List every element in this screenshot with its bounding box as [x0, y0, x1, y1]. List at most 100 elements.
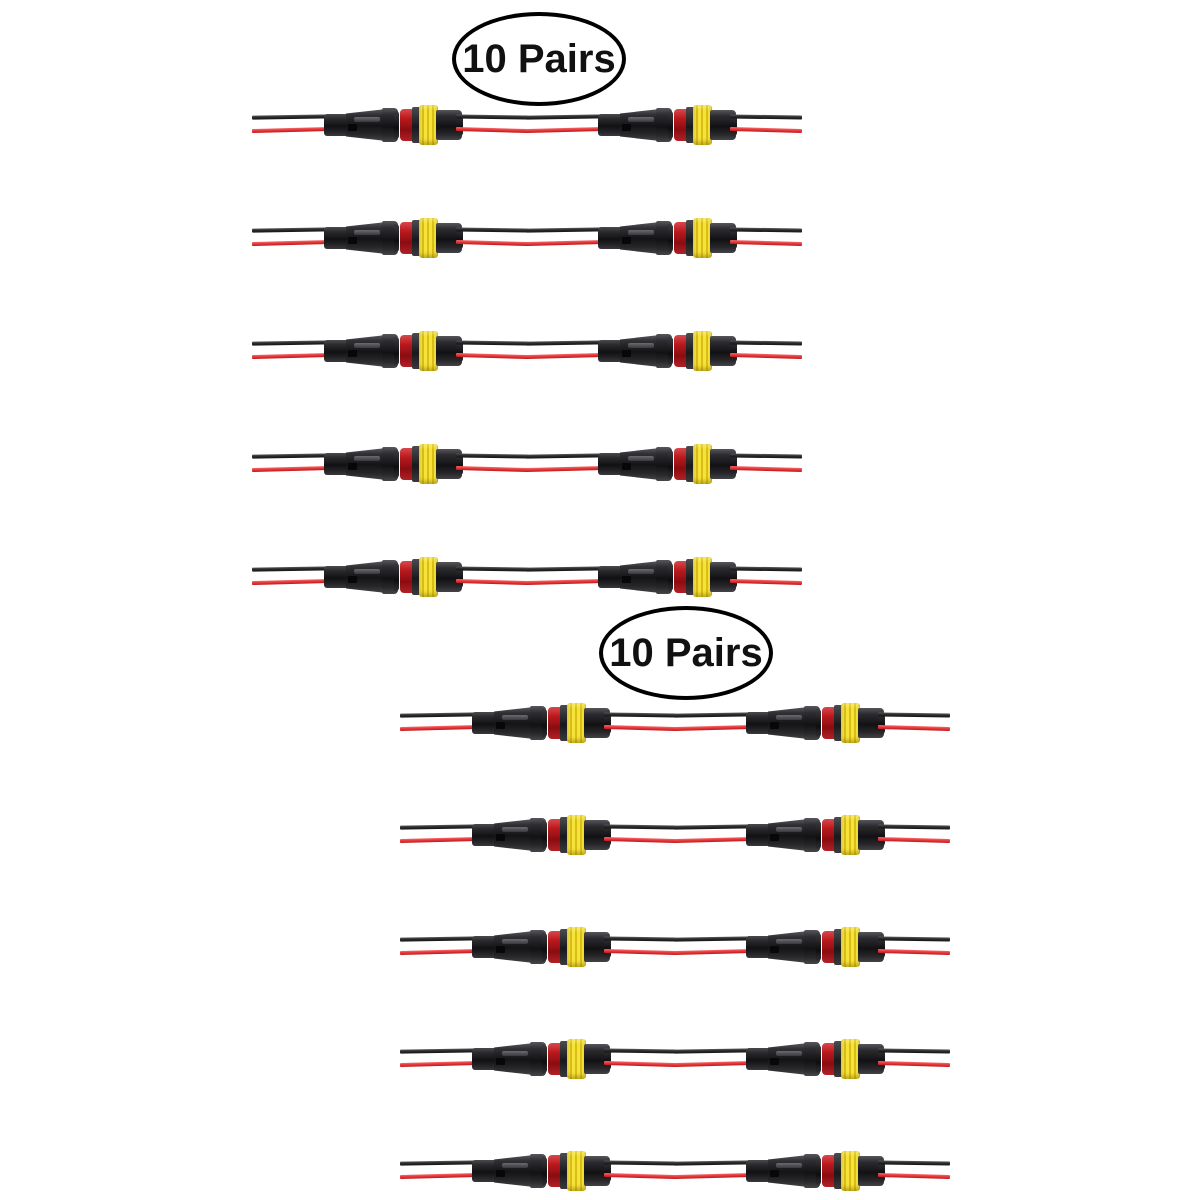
female-bezel: [412, 559, 421, 595]
male-rear-barrel: [598, 566, 624, 588]
wire-black: [729, 114, 803, 120]
wire-black: [399, 1048, 479, 1054]
connector-female: [674, 324, 808, 378]
male-latch-rail: [502, 1163, 528, 1168]
connector-male: [399, 920, 547, 974]
female-housing: [822, 703, 885, 743]
male-latch-notch: [770, 834, 779, 841]
wire-black: [251, 453, 331, 459]
female-red-face: [674, 561, 688, 593]
seal-yellow-ring: [693, 105, 712, 145]
female-bezel: [686, 333, 695, 369]
wire-red: [525, 352, 605, 360]
male-latch-rail: [776, 1051, 802, 1056]
connector-male: [399, 1032, 547, 1086]
connector-female: [674, 211, 808, 265]
female-rear-lip: [878, 824, 885, 846]
male-latch-rail: [776, 1163, 802, 1168]
wire-black: [877, 824, 951, 830]
wire-black: [877, 1160, 951, 1166]
male-latch-notch: [770, 1170, 779, 1177]
male-latch-rail: [502, 827, 528, 832]
connector-female: [548, 1144, 682, 1198]
male-housing: [598, 221, 673, 255]
wire-red: [399, 836, 479, 844]
wire-black: [525, 566, 605, 572]
male-front-lip: [816, 1045, 821, 1073]
male-front-lip: [542, 1045, 547, 1073]
connector-female: [674, 437, 808, 491]
male-front-lip: [816, 821, 821, 849]
male-latch-rail: [628, 456, 654, 461]
connector-male: [251, 98, 399, 152]
male-front-lip: [668, 337, 673, 365]
wire-black: [455, 453, 529, 459]
wire-black: [603, 1048, 677, 1054]
wire-red: [603, 724, 677, 732]
male-housing: [324, 447, 399, 481]
wire-red: [729, 578, 803, 586]
male-rear-barrel: [324, 227, 350, 249]
connector-female: [548, 808, 682, 862]
connector-female: [400, 98, 534, 152]
male-latch-notch: [496, 722, 505, 729]
female-red-face: [674, 222, 688, 254]
pairs-count-label: 10 Pairs: [609, 631, 763, 675]
female-rear-lip: [456, 453, 463, 475]
wire-black: [729, 453, 803, 459]
male-housing: [746, 930, 821, 964]
wire-black: [525, 340, 605, 346]
female-housing: [674, 557, 737, 597]
male-latch-notch: [770, 946, 779, 953]
wire-black: [399, 936, 479, 942]
connector-male: [525, 324, 673, 378]
male-housing: [324, 108, 399, 142]
male-rear-barrel: [324, 114, 350, 136]
wire-red: [877, 1172, 951, 1180]
female-red-face: [822, 931, 836, 963]
female-housing: [822, 927, 885, 967]
seal-yellow-ring: [693, 557, 712, 597]
female-bezel: [686, 446, 695, 482]
seal-yellow-ring: [419, 105, 438, 145]
wire-black: [251, 227, 331, 233]
male-front-lip: [542, 933, 547, 961]
female-housing: [400, 218, 463, 258]
wire-red: [455, 126, 529, 134]
wire-red: [729, 239, 803, 247]
male-front-lip: [542, 1157, 547, 1185]
female-red-face: [548, 1155, 562, 1187]
male-front-lip: [542, 709, 547, 737]
male-rear-barrel: [472, 1160, 498, 1182]
male-latch-rail: [354, 343, 380, 348]
male-latch-notch: [496, 1058, 505, 1065]
female-housing: [822, 1039, 885, 1079]
female-housing: [548, 815, 611, 855]
male-latch-notch: [770, 722, 779, 729]
connector-female: [674, 550, 808, 604]
male-latch-notch: [622, 350, 631, 357]
male-latch-notch: [348, 463, 357, 470]
connector-male: [525, 550, 673, 604]
female-housing: [822, 815, 885, 855]
wire-black: [603, 824, 677, 830]
male-housing: [472, 706, 547, 740]
wire-black: [673, 824, 753, 830]
female-housing: [548, 927, 611, 967]
seal-yellow-ring: [567, 703, 586, 743]
male-latch-notch: [622, 576, 631, 583]
connector-male: [673, 1144, 821, 1198]
female-bezel: [560, 1041, 569, 1077]
female-bezel: [834, 929, 843, 965]
connector-male: [251, 324, 399, 378]
male-front-lip: [668, 450, 673, 478]
seal-yellow-ring: [567, 1151, 586, 1191]
female-bezel: [686, 107, 695, 143]
female-rear-lip: [604, 824, 611, 846]
female-red-face: [822, 1155, 836, 1187]
connector-female: [822, 696, 956, 750]
wire-black: [603, 936, 677, 942]
seal-yellow-ring: [419, 331, 438, 371]
wire-black: [603, 1160, 677, 1166]
